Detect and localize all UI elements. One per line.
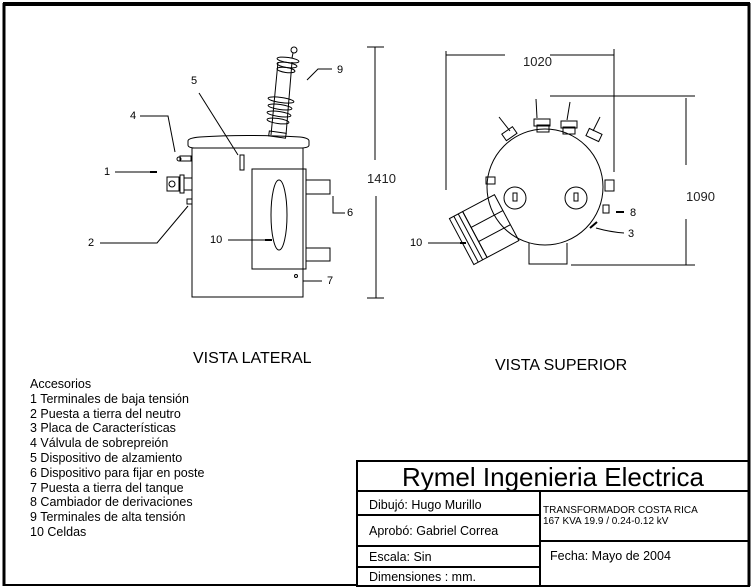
view-title-superior: VISTA SUPERIOR xyxy=(495,357,628,374)
legend-item: 9 Terminales de alta tensión xyxy=(30,510,186,525)
pressure-valve xyxy=(179,155,192,162)
lifting-device xyxy=(239,154,245,171)
tank-top-circle xyxy=(486,128,604,246)
legend-item: 3 Placa de Características xyxy=(30,421,176,436)
pole-mount-top xyxy=(528,243,568,265)
lv-terminal-box xyxy=(166,176,180,192)
callout-4: 4 xyxy=(130,110,137,122)
date: Fecha: Mayo de 2004 xyxy=(550,549,671,563)
lateral-view-drawing xyxy=(100,46,384,299)
title-block: Rymel Ingenieria Electrica Dibujó: Hugo … xyxy=(357,461,749,586)
pole-mount-lower xyxy=(306,247,331,262)
legend-item: 5 Dispositivo de alzamiento xyxy=(30,450,183,465)
dimension-1410-line xyxy=(367,46,384,299)
legend-item: 2 Puesta a tierra del neutro xyxy=(30,406,181,421)
legend-item: 6 Dispositivo para fijar en poste xyxy=(30,465,205,480)
tank-lid xyxy=(187,135,310,149)
dimension-1090-line xyxy=(550,95,695,266)
legend-item: 10 Celdas xyxy=(30,524,87,539)
lateral-leaders xyxy=(100,68,345,282)
legend-item: 8 Cambiador de derivaciones xyxy=(30,495,193,510)
callout-7: 7 xyxy=(327,275,334,287)
neutral-ground xyxy=(186,198,193,205)
accessories-legend: Accesorios 1 Terminales de baja tensión … xyxy=(30,377,204,540)
dimension-1020: 1020 xyxy=(523,54,552,69)
hv-bushing xyxy=(266,46,300,139)
approved-by: Aprobó: Gabriel Correa xyxy=(369,524,499,538)
legend-item: 1 Terminales de baja tensión xyxy=(30,391,189,406)
callout-10-top: 10 xyxy=(410,237,423,249)
description-line1: TRANSFORMADOR COSTA RICA xyxy=(543,505,698,516)
hv-bushing-top-right xyxy=(564,186,588,210)
callout-2: 2 xyxy=(88,237,95,249)
legend-item: 4 Válvula de sobrepreión xyxy=(30,436,169,451)
lv-terminals-top xyxy=(498,98,603,143)
titleblock-frame xyxy=(356,460,750,587)
units: Dimensiones : mm. xyxy=(369,570,476,584)
pole-mount-upper xyxy=(306,179,331,195)
tank-ground xyxy=(294,274,298,278)
celdas-top xyxy=(448,193,520,266)
callout-3: 3 xyxy=(628,228,635,240)
company-name: Rymel Ingenieria Electrica xyxy=(401,462,704,492)
view-title-lateral: VISTA LATERAL xyxy=(193,350,312,367)
celdas-window xyxy=(270,179,288,251)
callout-9: 9 xyxy=(337,64,344,76)
drawn-by: Dibujó: Hugo Murillo xyxy=(369,498,482,512)
scale: Escala: Sin xyxy=(369,550,432,564)
callout-8: 8 xyxy=(630,207,637,219)
description-line2: 167 KVA 19.9 / 0.24-0.12 kV xyxy=(543,516,669,527)
callout-5: 5 xyxy=(191,75,198,87)
dimension-1410: 1410 xyxy=(367,171,396,186)
callout-10-lateral: 10 xyxy=(210,234,223,246)
top-view-drawing xyxy=(428,49,695,266)
hv-bushing-top-left xyxy=(503,186,527,210)
celdas-box xyxy=(251,168,307,270)
dimension-1020-line xyxy=(445,49,615,190)
callout-6: 6 xyxy=(347,207,354,219)
legend-item: 7 Puesta a tierra del tanque xyxy=(30,480,184,495)
dimension-1090: 1090 xyxy=(686,189,715,204)
callout-1: 1 xyxy=(104,166,111,178)
legend-heading: Accesorios xyxy=(30,377,92,391)
